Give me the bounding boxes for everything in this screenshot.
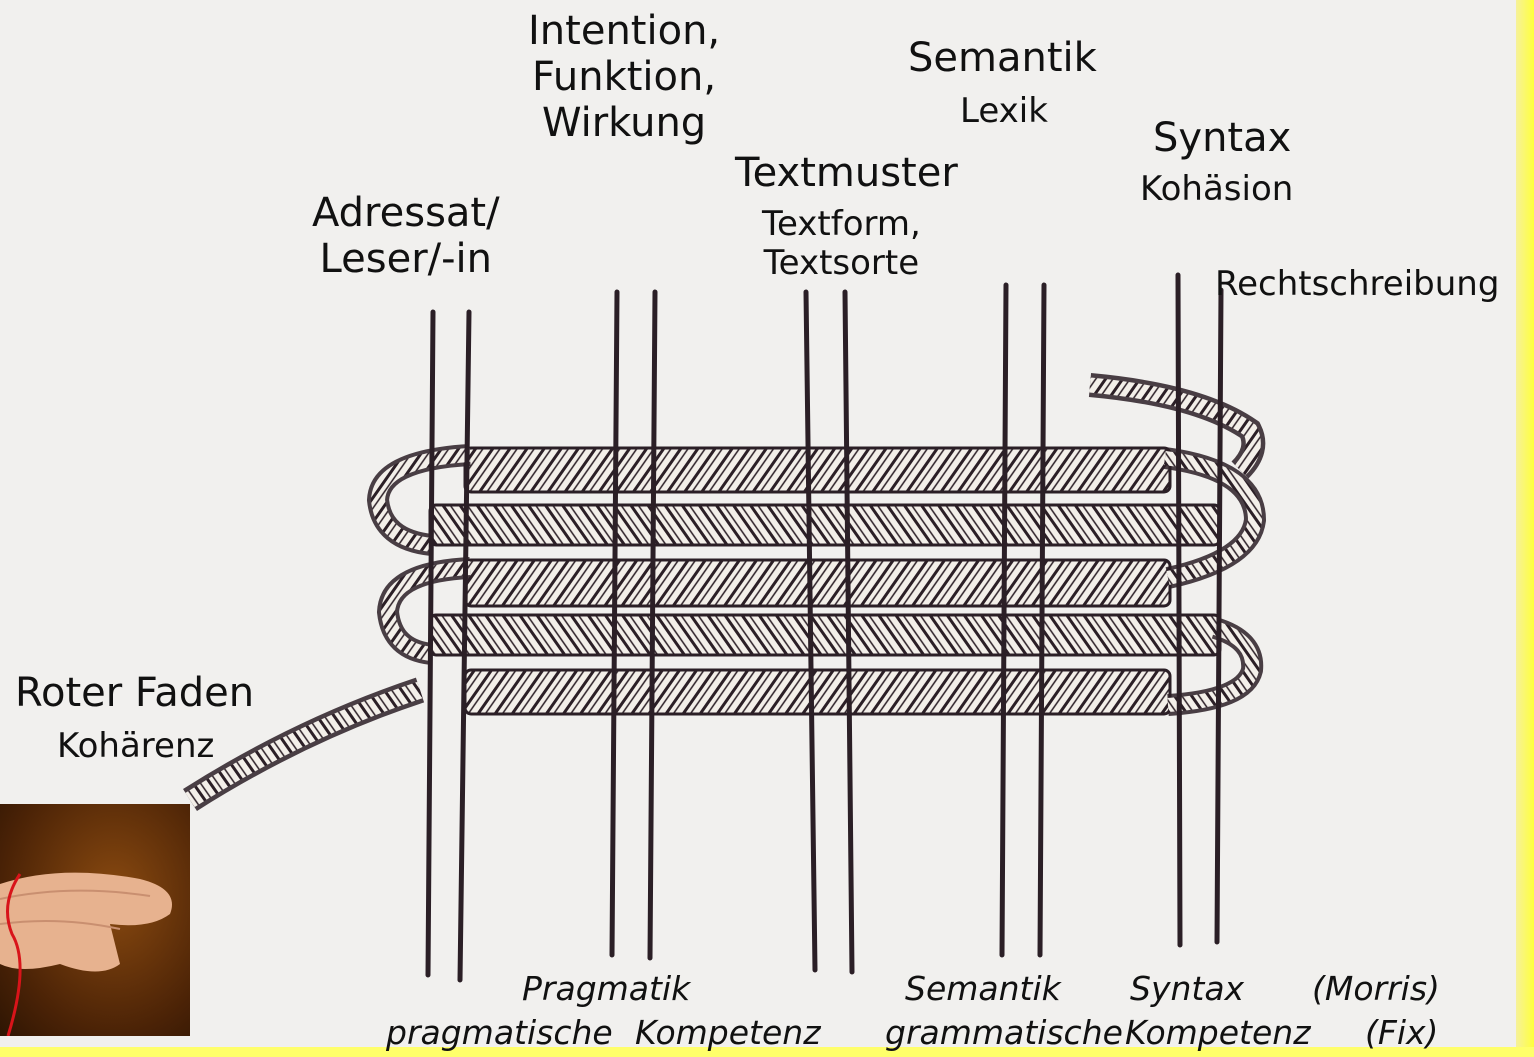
- warp-intention-a: [612, 292, 617, 955]
- label-syntax-bottom: Syntax: [1130, 970, 1244, 1008]
- label-kompetenz-2: Kompetenz: [1125, 1014, 1311, 1052]
- label-morris: (Morris): [1312, 970, 1440, 1008]
- warp-syntax-a: [1178, 275, 1180, 945]
- label-kohaerenz: Kohärenz: [57, 727, 214, 766]
- label-roter-faden: Roter Faden: [15, 670, 254, 716]
- warp-intention-b: [650, 292, 655, 958]
- label-semantik-bottom: Semantik: [905, 970, 1061, 1008]
- label-textmuster: Textmuster: [735, 150, 958, 196]
- label-kompetenz-1: Kompetenz: [635, 1014, 821, 1052]
- label-textform: Textform, Textsorte: [762, 205, 921, 283]
- warp-adressat-a: [428, 312, 433, 975]
- label-syntax-top: Syntax: [1153, 115, 1291, 161]
- label-kohaesion: Kohäsion: [1140, 170, 1293, 209]
- label-intention: Intention, Funktion, Wirkung: [528, 8, 720, 146]
- warp-semantik-a: [1002, 285, 1006, 955]
- label-pragmatische: pragmatische: [386, 1014, 613, 1052]
- label-pragmatik: Pragmatik: [522, 970, 690, 1008]
- label-semantik-top: Semantik: [908, 35, 1097, 81]
- label-fix: (Fix): [1365, 1014, 1438, 1052]
- warp-textmuster-b: [845, 292, 852, 972]
- warp-semantik-b: [1040, 285, 1044, 955]
- label-rechtschreibung: Rechtschreibung: [1215, 265, 1499, 304]
- warp-syntax-b: [1217, 290, 1221, 942]
- hand-with-red-thread-photo: [0, 804, 190, 1036]
- label-grammatische: grammatische: [885, 1014, 1123, 1052]
- weft-threads: [190, 385, 1255, 800]
- label-adressat: Adressat/ Leser/-in: [312, 190, 500, 282]
- label-lexik: Lexik: [960, 92, 1048, 131]
